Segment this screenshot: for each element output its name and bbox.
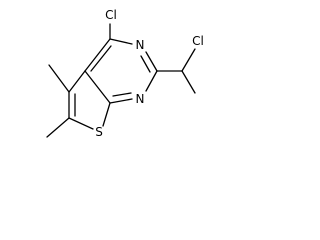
bond-c4-n3 — [109, 38, 133, 45]
bond-c2-n1 — [145, 70, 158, 92]
bond-c5-methyl — [48, 64, 70, 93]
bond-n1-c7a-double — [112, 92, 132, 97]
bond-n3-c2-double — [140, 55, 151, 73]
bond-n1-c7a — [109, 98, 133, 104]
bond-ch-cl — [181, 48, 196, 72]
bonds — [46, 23, 196, 138]
bond-c7a-s — [102, 102, 111, 127]
atom-cl4: Cl — [105, 8, 117, 22]
bond-ch-methyl — [181, 70, 196, 94]
bond-c5-c4a — [68, 70, 86, 93]
structure-diagram: Cl N N S Cl — [46, 8, 204, 139]
atom-cl-side: Cl — [192, 34, 204, 48]
atom-s7: S — [95, 125, 103, 139]
bond-c7a-c4a — [84, 70, 111, 104]
atom-labels: Cl N N S Cl — [95, 8, 204, 139]
bond-s-c6 — [68, 117, 94, 130]
bond-c4a-c4-double — [90, 45, 112, 72]
atom-n1: N — [136, 92, 145, 106]
bond-n3-c2 — [145, 51, 158, 72]
bond-c6-methyl — [46, 117, 70, 138]
atom-n3: N — [136, 38, 145, 52]
bond-c4a-c4 — [84, 38, 111, 72]
